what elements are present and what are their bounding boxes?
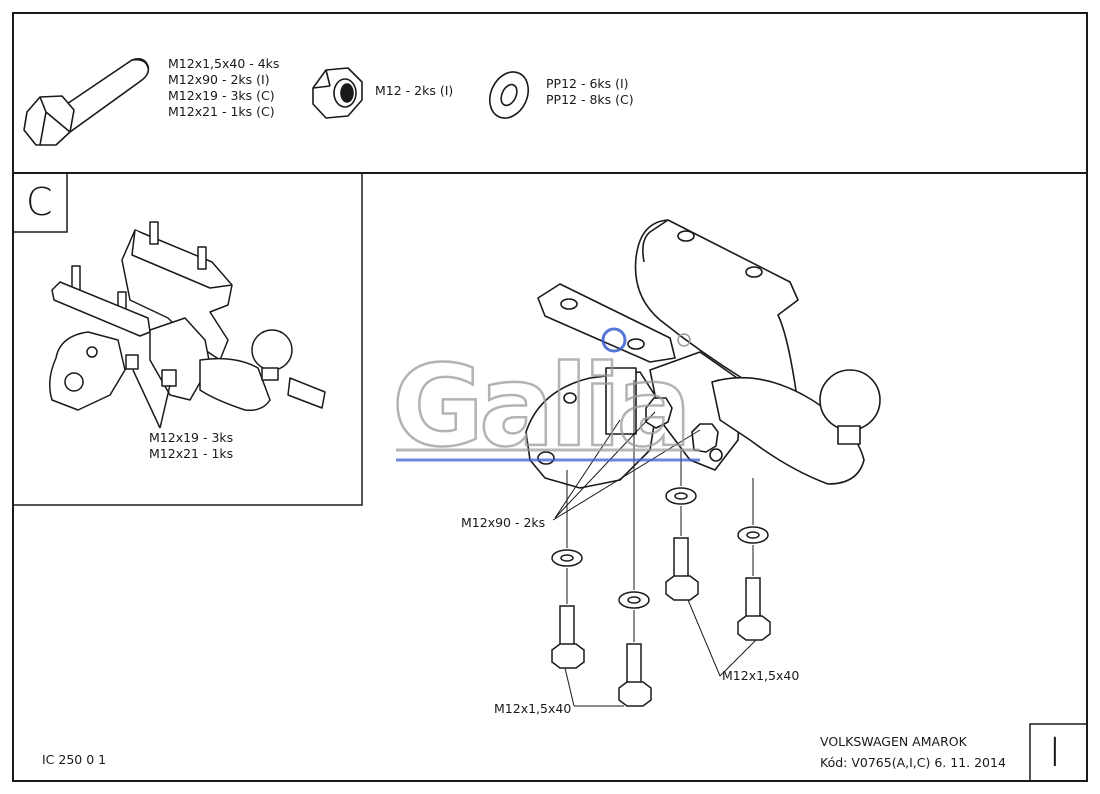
bolt-quantities: M12x1,5x40 - 4ks M12x90 - 2ks (I) M12x19…	[168, 56, 279, 120]
detail-view-letter: C	[26, 180, 53, 224]
drawing-code: IC 250 0 1	[42, 752, 107, 767]
assembly-axis-lines	[566, 380, 754, 642]
detail-callout: M12x19 - 3ks M12x21 - 1ks	[149, 430, 233, 462]
nut-part-icon	[312, 67, 363, 119]
detail-callout-line-1: M12x19 - 3ks	[149, 430, 234, 445]
detail-box	[13, 173, 363, 506]
watermark-dot	[601, 327, 627, 353]
washer-qty-2: PP12 - 8ks (C)	[546, 92, 634, 107]
galia-watermark: Galia	[391, 327, 700, 473]
detail-towbar-drawing	[49, 221, 326, 429]
main-callout-leaders	[552, 411, 757, 707]
callout-bolts-right: M12x1,5x40	[722, 668, 800, 683]
callout-m12x90: M12x90 - 2ks	[461, 515, 546, 530]
nut-quantity: M12 - 2ks (I)	[375, 83, 454, 98]
sheet-letter-box	[1029, 723, 1087, 781]
bolt-qty-4: M12x21 - 1ks (C)	[168, 104, 275, 119]
bolt-qty-1: M12x1,5x40 - 4ks	[168, 56, 280, 71]
outer-border	[12, 12, 1088, 782]
watermark-text: Galia	[392, 342, 692, 472]
washer-quantities: PP12 - 6ks (I) PP12 - 8ks (C)	[546, 76, 634, 108]
sheet-letter: I	[1049, 730, 1061, 776]
watermark-registered	[677, 333, 691, 347]
callout-bolts-left: M12x1,5x40	[494, 701, 572, 716]
detail-callout-line-2: M12x21 - 1ks	[149, 446, 234, 461]
vehicle-model: VOLKSWAGEN AMAROK	[820, 734, 967, 749]
bolt-qty-2: M12x90 - 2ks (I)	[168, 72, 270, 87]
exploded-fasteners	[551, 487, 771, 707]
bolt-part-icon	[23, 58, 150, 146]
bolt-qty-3: M12x19 - 3ks (C)	[168, 88, 275, 103]
washer-part-icon	[488, 71, 530, 119]
detail-letter-box	[13, 173, 68, 233]
washer-qty-1: PP12 - 6ks (I)	[546, 76, 629, 91]
kod-and-date: Kód: V0765(A,I,C) 6. 11. 2014	[820, 755, 1006, 770]
